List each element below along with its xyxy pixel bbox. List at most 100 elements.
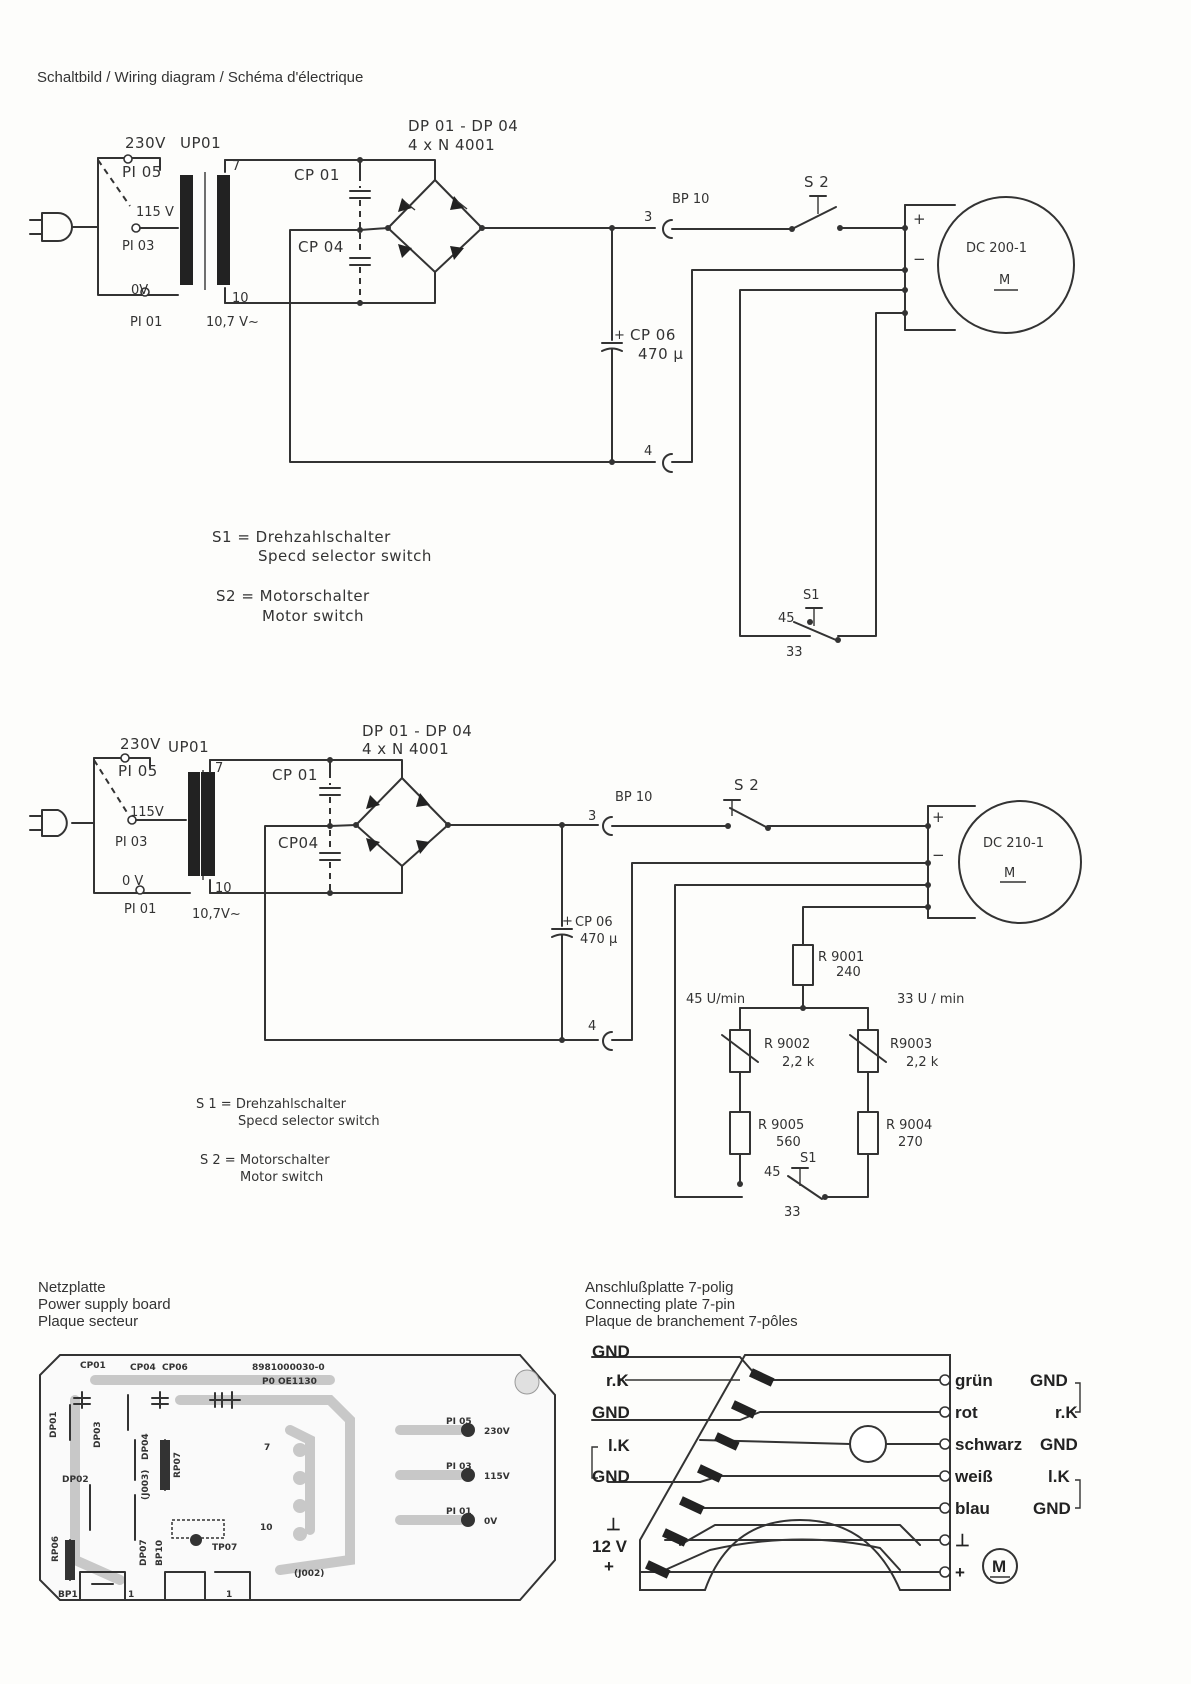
c1-label-pin4: 4 [644, 444, 652, 459]
c2-label-bp10: BP 10 [615, 790, 652, 805]
plate-right-gnd-2: GND [1040, 1435, 1078, 1454]
c2-label-r9001: R 9001 [818, 950, 864, 965]
c1-label-cp06: CP 06 [630, 326, 676, 344]
circuit-1: 230V UP01 PI 05 115 V PI 03 0V PI 01 7 1… [29, 117, 1075, 660]
plate-title-fr: Plaque de branchement 7-pôles [585, 1313, 798, 1330]
c1-label-cp06-value: 470 µ [638, 345, 683, 363]
board-label-cp04: CP04 [130, 1363, 156, 1373]
bridge-rectifier [387, 179, 483, 273]
c1-label-s1-45: 45 [778, 611, 795, 626]
c2-label-dp-range: DP 01 - DP 04 [362, 722, 472, 740]
c1-label-motor-minus: − [913, 250, 926, 268]
plate-wire-plus: + [955, 1563, 965, 1582]
c1-label-cp04: CP 04 [298, 238, 344, 256]
board-label-dp07: DP07 [139, 1539, 149, 1566]
board-label-rp06: RP06 [51, 1536, 61, 1562]
potentiometer-r9002 [729, 1029, 751, 1073]
board-label-partno2: P0 OE1130 [262, 1377, 317, 1387]
c1-label-up01: UP01 [180, 134, 221, 152]
plate-left-gnd-3: GND [592, 1467, 630, 1486]
plate-right-gnd-3: GND [1033, 1499, 1071, 1518]
c2-label-tap7: 7 [215, 761, 223, 776]
switch-s1-icon [793, 607, 841, 643]
plate-left-plus: + [604, 1557, 614, 1576]
c2-label-r9003-value: 2,2 k [906, 1055, 939, 1070]
c2-label-r9001-value: 240 [836, 965, 861, 980]
plate-left-lk: l.K [608, 1436, 630, 1455]
c2-label-motor-plus: + [932, 808, 945, 826]
c2-label-r9002: R 9002 [764, 1037, 810, 1052]
board-label-1b: 1 [226, 1590, 232, 1600]
c2-legend-s1-de: S 1 = Drehzahlschalter [196, 1097, 347, 1112]
board-label-0v: 0V [484, 1517, 497, 1527]
c2-label-115v: 115V [130, 805, 164, 820]
c1-label-10v7: 10,7 V~ [206, 315, 259, 330]
c2-label-pi03: PI 03 [115, 835, 147, 850]
c2-label-230v: 230V [120, 735, 161, 753]
c1-label-0v: 0V [131, 283, 148, 298]
c1-label-230v: 230V [125, 134, 166, 152]
c1-label-s2: S 2 [804, 173, 829, 191]
board-label-pi01: PI 01 [446, 1507, 472, 1517]
plate-left-rk: r.K [606, 1371, 629, 1390]
c2-label-motor-m: M [1004, 866, 1015, 881]
plate-left-ground: ⊥ [606, 1515, 621, 1534]
board-label-115v: 115V [484, 1472, 510, 1482]
c2-label-cp01: CP 01 [272, 766, 318, 784]
c1-label-cp01: CP 01 [294, 166, 340, 184]
c2-label-cp06-value: 470 µ [580, 932, 617, 947]
connector-3-icon [602, 816, 613, 836]
connector-4-icon [662, 453, 673, 473]
c2-label-speed33: 33 U / min [897, 992, 964, 1007]
potentiometer-r9003 [857, 1029, 879, 1073]
plate-center-hole-icon [849, 1425, 887, 1463]
c2-label-cp06-plus: + [562, 914, 573, 929]
resistor-r9001 [792, 944, 814, 986]
c2-label-s1-33: 33 [784, 1205, 801, 1220]
plate-wire-schwarz: schwarz [955, 1435, 1022, 1454]
c2-label-10v7: 10,7V~ [192, 907, 241, 922]
plate-left-gnd-1: GND [592, 1342, 630, 1361]
c1-label-motor-name: DC 200-1 [966, 241, 1027, 256]
plate-right-rk: r.K [1055, 1403, 1078, 1422]
switch-s2-icon [789, 195, 843, 232]
c1-label-tap7: 7 [232, 159, 240, 174]
board-label-7: 7 [264, 1443, 270, 1453]
c1-label-tap10: 10 [232, 291, 249, 306]
plate-right-lk: l.K [1048, 1467, 1070, 1486]
board-title-fr: Plaque secteur [38, 1313, 138, 1330]
connector-4-icon [602, 1031, 613, 1051]
board-label-tp07: TP07 [212, 1543, 237, 1553]
c2-label-pi05: PI 05 [118, 762, 158, 780]
board-label-cp01: CP01 [80, 1361, 106, 1371]
board-label-pi05: PI 05 [446, 1417, 472, 1427]
motor-dc200-icon [937, 196, 1075, 334]
c1-label-115v: 115 V [136, 205, 174, 220]
board-label-j002: (J002) [294, 1569, 324, 1579]
board-label-bp1: BP1 [58, 1590, 78, 1600]
switch-s2-icon [723, 799, 771, 831]
plate-outline [639, 1354, 951, 1591]
c1-label-motor-plus: + [913, 210, 926, 228]
power-supply-board: Netzplatte Power supply board Plaque sec… [38, 1279, 556, 1601]
mains-plug-icon [29, 212, 99, 242]
c1-label-motor-m: M [999, 273, 1010, 288]
c2-label-r9005-value: 560 [776, 1135, 801, 1150]
c1-label-dp-type: 4 x N 4001 [408, 136, 495, 154]
board-label-dp01: DP01 [49, 1411, 59, 1438]
page-title: Schaltbild / Wiring diagram / Schéma d'é… [37, 69, 363, 86]
board-label-10: 10 [260, 1523, 273, 1533]
c1-label-pi05: PI 05 [122, 163, 162, 181]
c2-label-cp04: CP04 [278, 834, 319, 852]
c2-label-cp06: CP 06 [575, 915, 613, 930]
c2-label-up01: UP01 [168, 738, 209, 756]
c2-label-r9002-value: 2,2 k [782, 1055, 815, 1070]
plate-left-12v: 12 V [592, 1537, 628, 1556]
board-label-bp10: BP10 [155, 1540, 165, 1566]
c1-label-pi03: PI 03 [122, 239, 154, 254]
c1-legend-s1-en: Specd selector switch [258, 547, 432, 565]
connector-3-icon [662, 219, 673, 239]
c2-label-speed45: 45 U/min [686, 992, 745, 1007]
motor-dc210-icon [958, 800, 1082, 924]
